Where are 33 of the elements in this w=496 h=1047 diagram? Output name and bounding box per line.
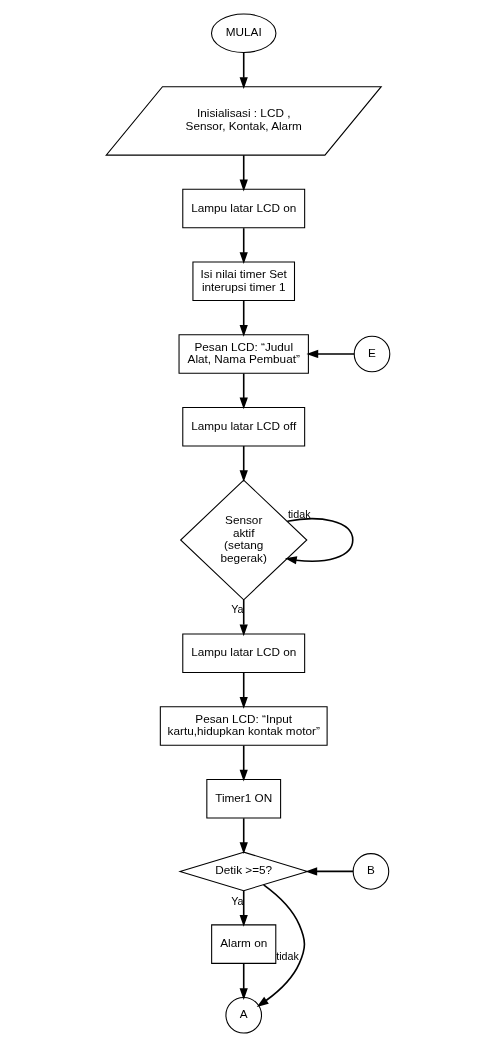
edge-label: Ya [231, 894, 244, 907]
node-box: Timer1 ON [206, 778, 282, 819]
node-circle: E [353, 335, 391, 373]
node-box: Lampu latar LCD off [182, 406, 306, 447]
arrow [239, 52, 248, 89]
node-box: Pesan LCD: “Judul Alat, Nama Pembuat” [178, 334, 309, 374]
arrow [239, 817, 248, 855]
node-circle: A [225, 996, 263, 1034]
node-box: Lampu latar LCD on [182, 188, 306, 229]
node-box: Lampu latar LCD on [182, 633, 306, 674]
arrow [305, 867, 354, 876]
edge-label: tidak [276, 950, 299, 963]
arrow [239, 890, 248, 927]
edge-label: tidak [287, 508, 311, 521]
arrow [239, 227, 248, 264]
node-box: Isi nilai timer Set interupsi timer 1 [192, 261, 296, 302]
arrow [239, 599, 248, 637]
edge-label: Ya [231, 603, 244, 616]
node-box: Pesan LCD: “Input kartu,hidupkan kontak motor” [159, 706, 328, 746]
arrow [239, 154, 248, 192]
node-ellipse: MULAI [210, 13, 277, 54]
arrow [239, 962, 248, 1000]
arrow [239, 445, 248, 483]
arrow [239, 372, 248, 410]
arrow [239, 672, 248, 709]
node-diamond: Detik >=5? [178, 851, 310, 892]
node-box: Alarm on [211, 924, 277, 964]
arrow [285, 517, 354, 565]
arrow [239, 744, 248, 782]
arrow [256, 884, 306, 1007]
arrow [239, 300, 248, 337]
node-circle: B [352, 853, 390, 890]
arrow [306, 349, 356, 359]
